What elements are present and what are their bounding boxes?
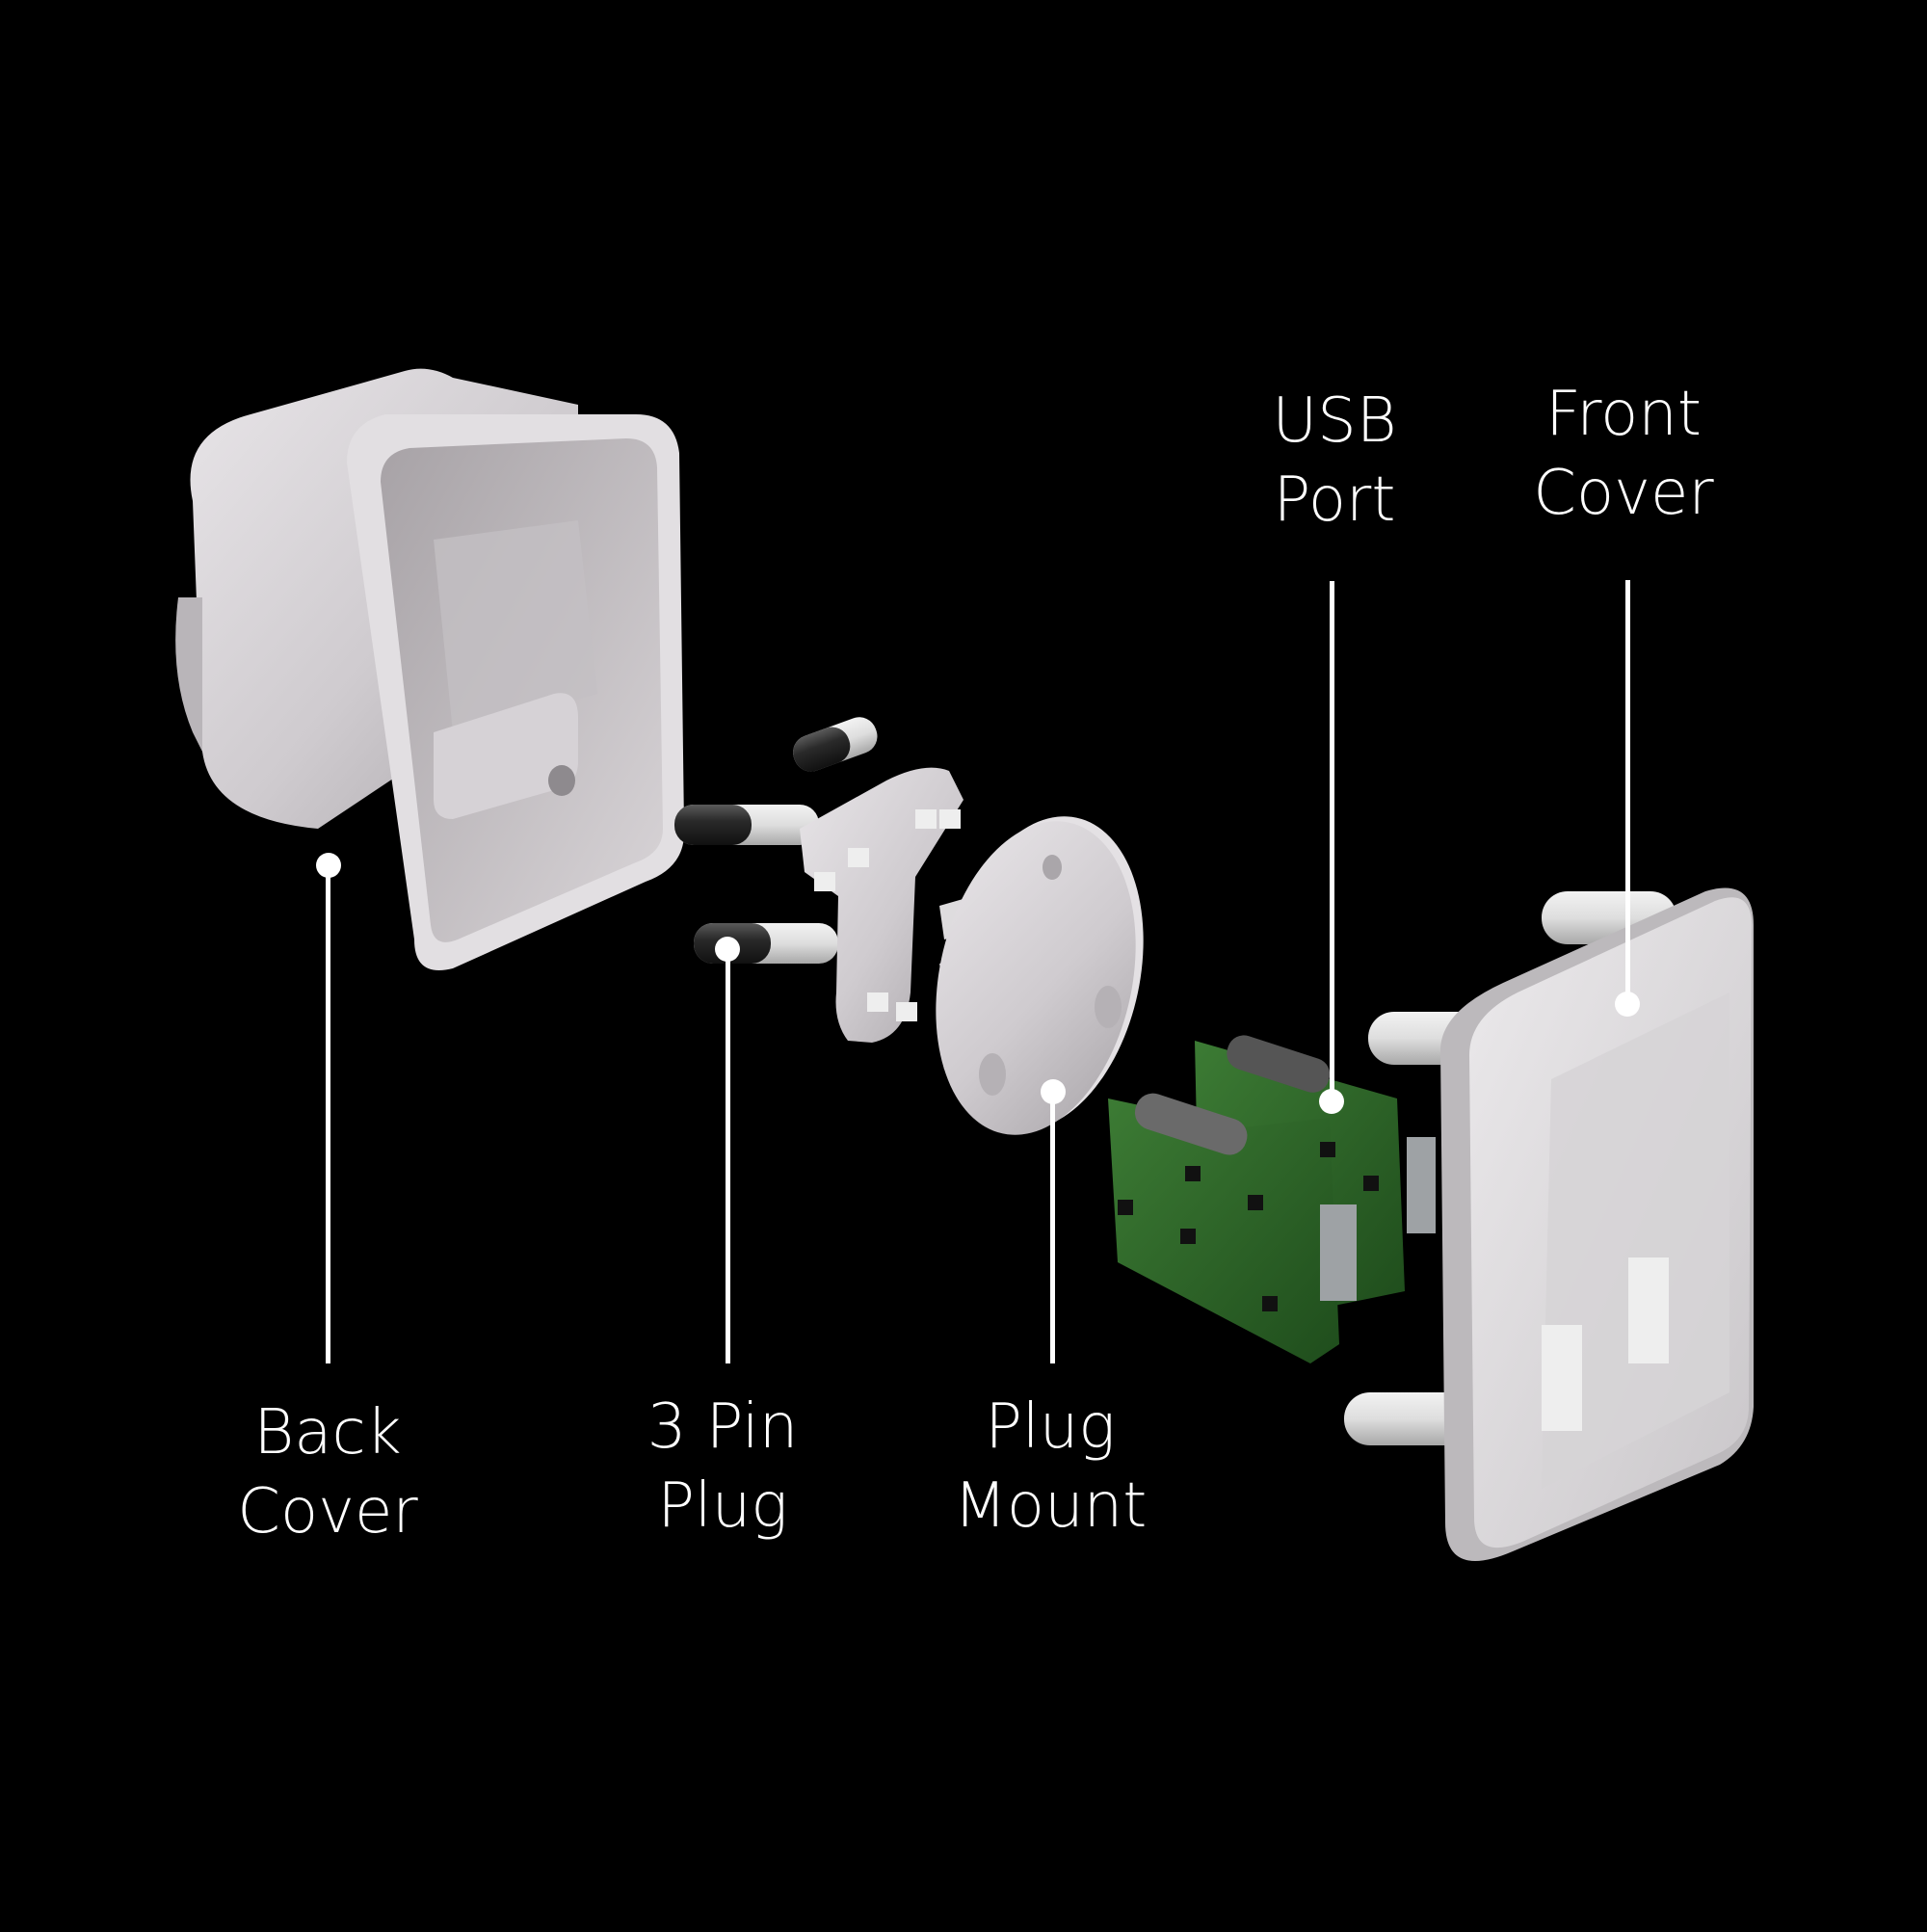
- pin-plug-pointer-dot: [715, 937, 740, 962]
- back-cover-pointer-dot: [316, 853, 341, 878]
- usb-port-leader-line: [1330, 581, 1334, 1101]
- front-cover-label: Front Cover: [1489, 375, 1758, 533]
- back-cover-leader-line: [326, 865, 330, 1363]
- pin-plug-label-line-1: 3 Pin: [647, 1391, 799, 1463]
- front-cover-label-line-1: Front: [1545, 379, 1702, 450]
- three-pin-plug-part: [674, 717, 964, 1043]
- front-cover-leader-line: [1625, 580, 1630, 1004]
- plug-mount-label-line-2: Mount: [953, 1470, 1148, 1542]
- pin-plug-leader-line: [726, 949, 730, 1363]
- usb-port-label-line-1: USB: [1272, 385, 1397, 457]
- usb-port-pointer-dot: [1319, 1089, 1344, 1114]
- plug-mount-leader-line: [1050, 1092, 1055, 1363]
- usb-port-part: [1108, 1035, 1436, 1363]
- plug-mount-label-line-1: Plug: [985, 1391, 1116, 1463]
- plug-mount-pointer-dot: [1041, 1079, 1066, 1104]
- plug-mount-part: [936, 816, 1144, 1135]
- front-cover-pointer-dot: [1615, 992, 1640, 1017]
- usb-port-label: USB Port: [1200, 382, 1469, 540]
- back-cover-part: [175, 368, 685, 970]
- back-cover-label-line-1: Back: [253, 1397, 402, 1469]
- pin-plug-label-line-2: Plug: [657, 1470, 788, 1542]
- back-cover-label-line-2: Cover: [237, 1476, 418, 1548]
- back-cover-label: Back Cover: [193, 1393, 462, 1551]
- front-cover-part: [1344, 887, 1754, 1561]
- usb-port-label-line-2: Port: [1273, 464, 1396, 536]
- front-cover-label-line-2: Cover: [1533, 458, 1714, 529]
- pin-plug-label: 3 Pin Plug: [588, 1388, 858, 1546]
- plug-mount-label: Plug Mount: [915, 1388, 1185, 1546]
